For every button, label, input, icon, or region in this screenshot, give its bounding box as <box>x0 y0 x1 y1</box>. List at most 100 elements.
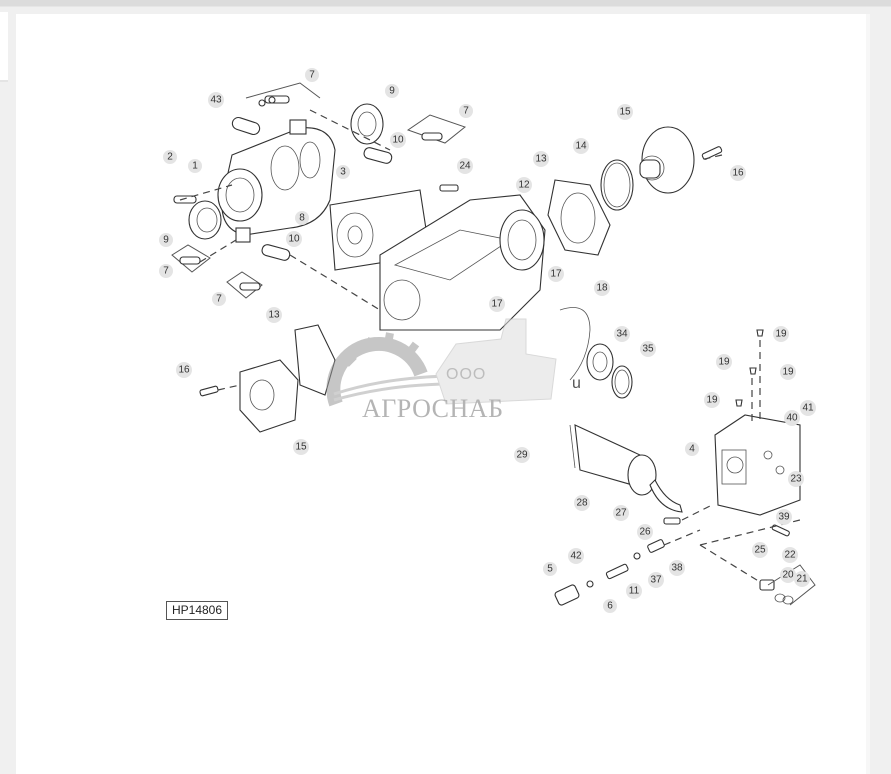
svg-text:41: 41 <box>802 403 814 414</box>
callout-27: 27 <box>613 505 629 521</box>
callout-22: 22 <box>782 547 798 563</box>
callout-11: 11 <box>626 583 642 599</box>
svg-text:8: 8 <box>299 213 305 224</box>
callout-26: 26 <box>637 524 653 540</box>
callout-19: 19 <box>780 364 796 380</box>
cover-part-15-right <box>639 126 695 194</box>
svg-text:19: 19 <box>718 357 730 368</box>
svg-text:7: 7 <box>216 294 222 305</box>
callout-24: 24 <box>457 158 473 174</box>
svg-text:19: 19 <box>782 367 794 378</box>
callout-5: 5 <box>543 562 557 576</box>
svg-text:21: 21 <box>796 574 808 585</box>
callout-19: 19 <box>704 392 720 408</box>
callout-14: 14 <box>573 138 589 154</box>
svg-text:9: 9 <box>163 235 169 246</box>
gasket-part-13-right <box>547 179 611 256</box>
svg-text:9: 9 <box>389 86 395 97</box>
callout-17: 17 <box>548 266 564 282</box>
bolt-part-16-right <box>701 146 723 160</box>
svg-text:35: 35 <box>642 344 654 355</box>
bolts-parts-25-26 <box>663 517 790 537</box>
svg-text:20: 20 <box>782 570 794 581</box>
housing-part-18 <box>559 307 591 381</box>
callout-12: 12 <box>516 177 532 193</box>
svg-text:37: 37 <box>650 575 662 586</box>
svg-text:16: 16 <box>178 365 190 376</box>
bearing-part-34 <box>586 343 614 381</box>
figure-reference-code: HP14806 <box>166 601 228 620</box>
svg-text:13: 13 <box>535 154 547 165</box>
callout-10: 10 <box>286 231 302 247</box>
callout-20: 20 <box>780 567 796 583</box>
callout-19: 19 <box>773 326 789 342</box>
link-part-10 <box>261 147 393 261</box>
svg-text:26: 26 <box>639 527 651 538</box>
callout-6: 6 <box>603 599 617 613</box>
seal-ring-part-9-left <box>188 200 222 240</box>
left-side-panel <box>0 12 8 82</box>
svg-text:2: 2 <box>167 152 173 163</box>
svg-text:7: 7 <box>163 266 169 277</box>
main-case-part-12 <box>379 194 546 331</box>
callout-17: 17 <box>489 296 505 312</box>
svg-text:15: 15 <box>295 442 307 453</box>
seal-part-35 <box>611 365 633 399</box>
svg-text:1: 1 <box>192 161 198 172</box>
svg-text:6: 6 <box>607 601 613 612</box>
callout-25: 25 <box>752 542 768 558</box>
svg-text:12: 12 <box>518 180 530 191</box>
stray-glyph: u <box>572 375 581 392</box>
callout-40: 40 <box>784 410 800 426</box>
svg-text:40: 40 <box>786 413 798 424</box>
callout-16: 16 <box>176 362 192 378</box>
callout-1: 1 <box>188 159 202 173</box>
bolt-part-16-left <box>199 385 219 397</box>
rear-housing-part-8 <box>217 119 336 243</box>
svg-text:17: 17 <box>491 299 503 310</box>
callout-16: 16 <box>730 165 746 181</box>
callout-39: 39 <box>776 509 792 525</box>
svg-text:4: 4 <box>689 444 695 455</box>
callout-29: 29 <box>514 447 530 463</box>
svg-text:29: 29 <box>516 450 528 461</box>
callout-38: 38 <box>669 560 685 576</box>
link-part-43 <box>231 116 261 136</box>
svg-text:11: 11 <box>629 586 640 597</box>
svg-text:25: 25 <box>754 545 766 556</box>
spool-parts-5-11 <box>554 539 665 606</box>
callout-9: 9 <box>159 233 173 247</box>
callout-28: 28 <box>574 495 590 511</box>
piston-part-28 <box>569 424 657 496</box>
callout-10: 10 <box>390 132 406 148</box>
callout-42: 42 <box>568 548 584 564</box>
callout-18: 18 <box>594 280 610 296</box>
svg-text:19: 19 <box>706 395 718 406</box>
callout-9: 9 <box>385 84 399 98</box>
card-edge <box>866 14 870 774</box>
svg-text:10: 10 <box>392 135 404 146</box>
callout-3: 3 <box>336 165 350 179</box>
svg-text:5: 5 <box>547 564 553 575</box>
callout-41: 41 <box>800 400 816 416</box>
callout-4: 4 <box>685 442 699 456</box>
callout-35: 35 <box>640 341 656 357</box>
svg-text:14: 14 <box>575 141 587 152</box>
svg-text:3: 3 <box>340 167 346 178</box>
callout-13: 13 <box>266 307 282 323</box>
callout-43: 43 <box>208 92 224 108</box>
callout-7: 7 <box>305 68 319 82</box>
bolt-part-24 <box>439 184 459 192</box>
svg-text:39: 39 <box>778 512 790 523</box>
svg-text:7: 7 <box>463 106 469 117</box>
svg-text:24: 24 <box>459 161 471 172</box>
svg-text:19: 19 <box>775 329 787 340</box>
valve-block-part-4 <box>714 414 801 516</box>
svg-text:23: 23 <box>790 474 802 485</box>
callout-8: 8 <box>295 211 309 225</box>
pin-kits-part-7 <box>171 82 467 299</box>
svg-text:42: 42 <box>570 551 582 562</box>
svg-text:27: 27 <box>615 508 627 519</box>
